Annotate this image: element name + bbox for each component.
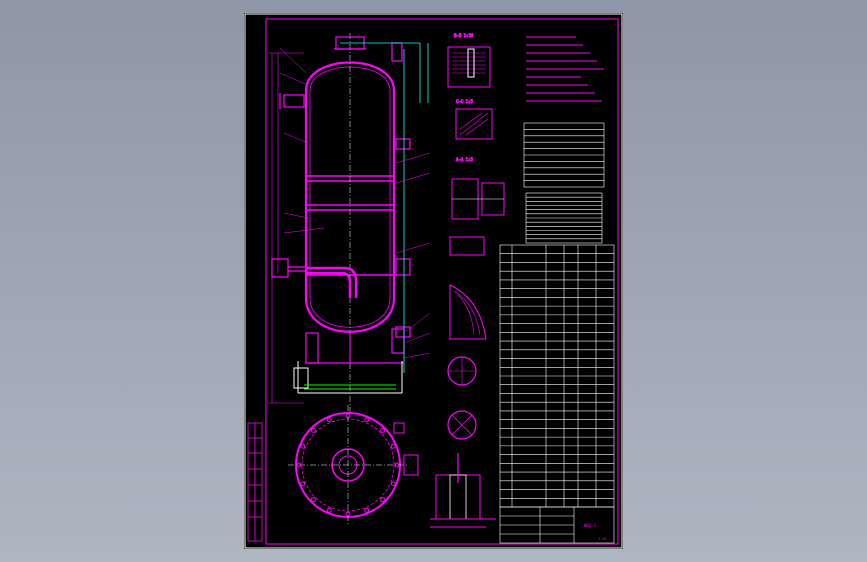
leader-lines [279,47,431,359]
bolt-hole [300,481,306,487]
bolt-hole [364,507,370,513]
bolt-hole [300,443,306,449]
notes-bottom [430,518,496,528]
view-label-top: B-B 1:10 [454,33,474,38]
nozzle-table [523,122,605,188]
bolt-hole [380,427,386,433]
top-nozzle [334,36,403,62]
jacket-lines [340,42,429,373]
engineering-drawing: B-B 1:10 C-C 1:5 A-A 1:5 [244,13,623,549]
plan-bolt-circle [296,413,400,517]
detail-views: B-B 1:10 C-C 1:5 A-A 1:5 [435,33,505,520]
bolt-hole [364,417,370,423]
bolt-hole [310,427,316,433]
bolt-hole [310,497,316,503]
bolt-hole [345,511,351,517]
title-block: WRX-1 1:10 [499,506,615,544]
view-label-section: A-A 1:5 [456,157,473,162]
bolt-hole [296,462,302,468]
right-nozzles [395,138,411,338]
drawing-number: WRX-1 [584,523,597,528]
vessel-elevation [268,33,431,413]
tech-requirements [526,36,604,102]
drawing-sheet: B-B 1:10 C-C 1:5 A-A 1:5 [244,13,623,549]
bolt-hole [326,417,332,423]
support-base [304,384,396,390]
vessel-shell [304,61,396,333]
scale-note: 1:10 [598,537,606,541]
support-frame [293,361,403,394]
bottom-outlet [305,328,405,364]
dimension-lines [268,52,304,404]
hatch-top [452,52,486,74]
view-label-mid: C-C 1:5 [456,99,473,104]
bolt-hole [390,481,396,487]
plan-view [288,405,419,525]
design-table [525,192,603,244]
inner-coil [306,266,358,298]
bolt-hole [380,497,386,503]
bom-table [499,244,615,508]
left-nozzles [271,93,306,278]
bolt-hole [345,413,351,419]
drawing-frame [265,18,619,545]
bolt-hole [390,443,396,449]
sheet-border [244,13,623,549]
bolt-hole [394,462,400,468]
binding-strip [247,422,263,542]
bolt-hole [326,507,332,513]
